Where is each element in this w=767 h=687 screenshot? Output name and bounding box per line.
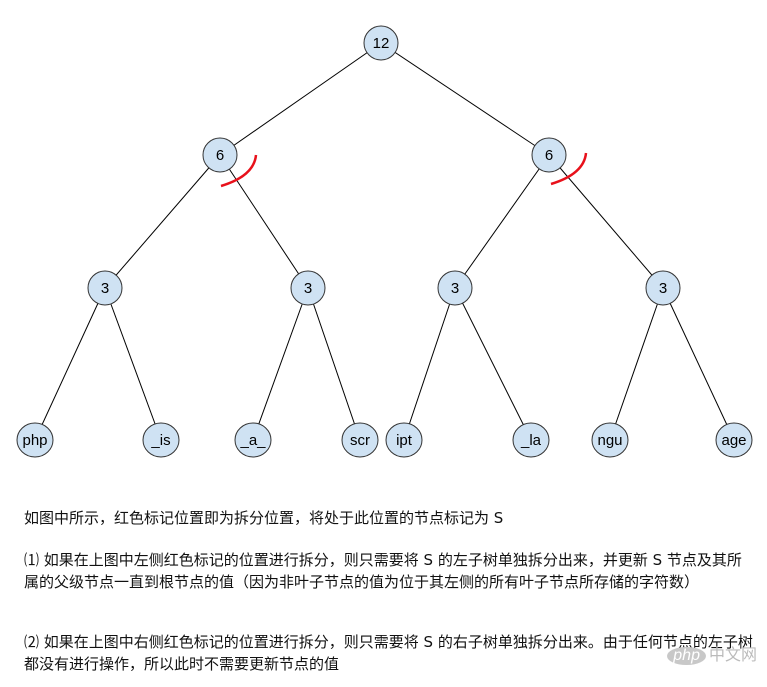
rope-tree-diagram: 12 6 6 3 3 3 3 php _is _a_ scr ipt _la ngu age: [16, 25, 753, 458]
tree-edge: [104, 154, 221, 289]
node-label: 6: [216, 147, 224, 164]
node-circle: [341, 422, 379, 458]
intro-text: 如图中所示，红色标记位置即为拆分位置，将处于此位置的节点标记为 S: [24, 509, 504, 527]
leaf-node: scr: [341, 422, 379, 458]
node-label: _is: [150, 432, 170, 449]
tree-edge: [662, 287, 735, 441]
tree-edge: [454, 154, 550, 289]
node-circle: [16, 422, 54, 458]
node-circle: [531, 137, 567, 173]
node-label: _la: [520, 432, 542, 449]
node-label: php: [22, 432, 47, 449]
node-label: _a_: [239, 432, 266, 449]
tree-edge: [609, 287, 664, 441]
case2-text: ⑵ 如果在上图中右侧红色标记的位置进行拆分，则只需要将 S 的右子树单独拆分出来…: [24, 633, 753, 673]
node-circle: [591, 422, 629, 458]
internal-node: 3: [87, 270, 123, 306]
internal-node: 3: [290, 270, 326, 306]
leaf-node: ngu: [591, 422, 629, 458]
node-label: age: [721, 432, 746, 449]
tree-edge: [104, 287, 162, 441]
case1-text: ⑴ 如果在上图中左侧红色标记的位置进行拆分，则只需要将 S 的左子树单独拆分出来…: [24, 551, 742, 591]
node-circle: [715, 422, 753, 458]
node-circle: [437, 270, 473, 306]
node-label: scr: [350, 432, 370, 449]
node-circle: [290, 270, 326, 306]
node-circle: [142, 422, 180, 458]
node-label: 3: [101, 280, 109, 297]
tree-edge: [252, 287, 309, 441]
internal-node: 3: [645, 270, 681, 306]
tree-edge: [380, 42, 550, 156]
tree-edge: [403, 287, 456, 441]
tree-edge: [219, 154, 309, 289]
root-node: 12: [363, 25, 399, 61]
node-circle: [645, 270, 681, 306]
tree-edge: [454, 287, 532, 441]
node-circle: [234, 422, 272, 458]
leaf-node: ipt: [385, 422, 423, 458]
tree-edge: [307, 287, 361, 441]
leaf-node: _a_: [234, 422, 272, 458]
tree-edge: [219, 42, 382, 156]
tree-edge: [548, 154, 664, 289]
node-label: 3: [451, 280, 459, 297]
right-split-mark: [550, 152, 588, 186]
node-circle: [512, 422, 550, 458]
node-label: 12: [373, 35, 390, 52]
node-label: 6: [545, 147, 553, 164]
node-circle: [202, 137, 238, 173]
leaf-node: _is: [142, 422, 180, 458]
internal-node: 6: [202, 137, 238, 173]
leaf-node: age: [715, 422, 753, 458]
leaf-node: _la: [512, 422, 550, 458]
internal-node: 3: [437, 270, 473, 306]
node-label: ipt: [396, 432, 413, 449]
leaf-node: php: [16, 422, 54, 458]
node-label: ngu: [597, 432, 622, 449]
node-circle: [87, 270, 123, 306]
node-circle: [363, 25, 399, 61]
node-circle: [385, 422, 423, 458]
watermark-logo: php: [667, 647, 706, 665]
watermark-site: 中文网: [708, 647, 757, 664]
tree-edge: [34, 287, 106, 441]
node-label: 3: [659, 280, 667, 297]
internal-node: 6: [531, 137, 567, 173]
node-label: 3: [304, 280, 312, 297]
left-split-mark: [220, 154, 258, 188]
